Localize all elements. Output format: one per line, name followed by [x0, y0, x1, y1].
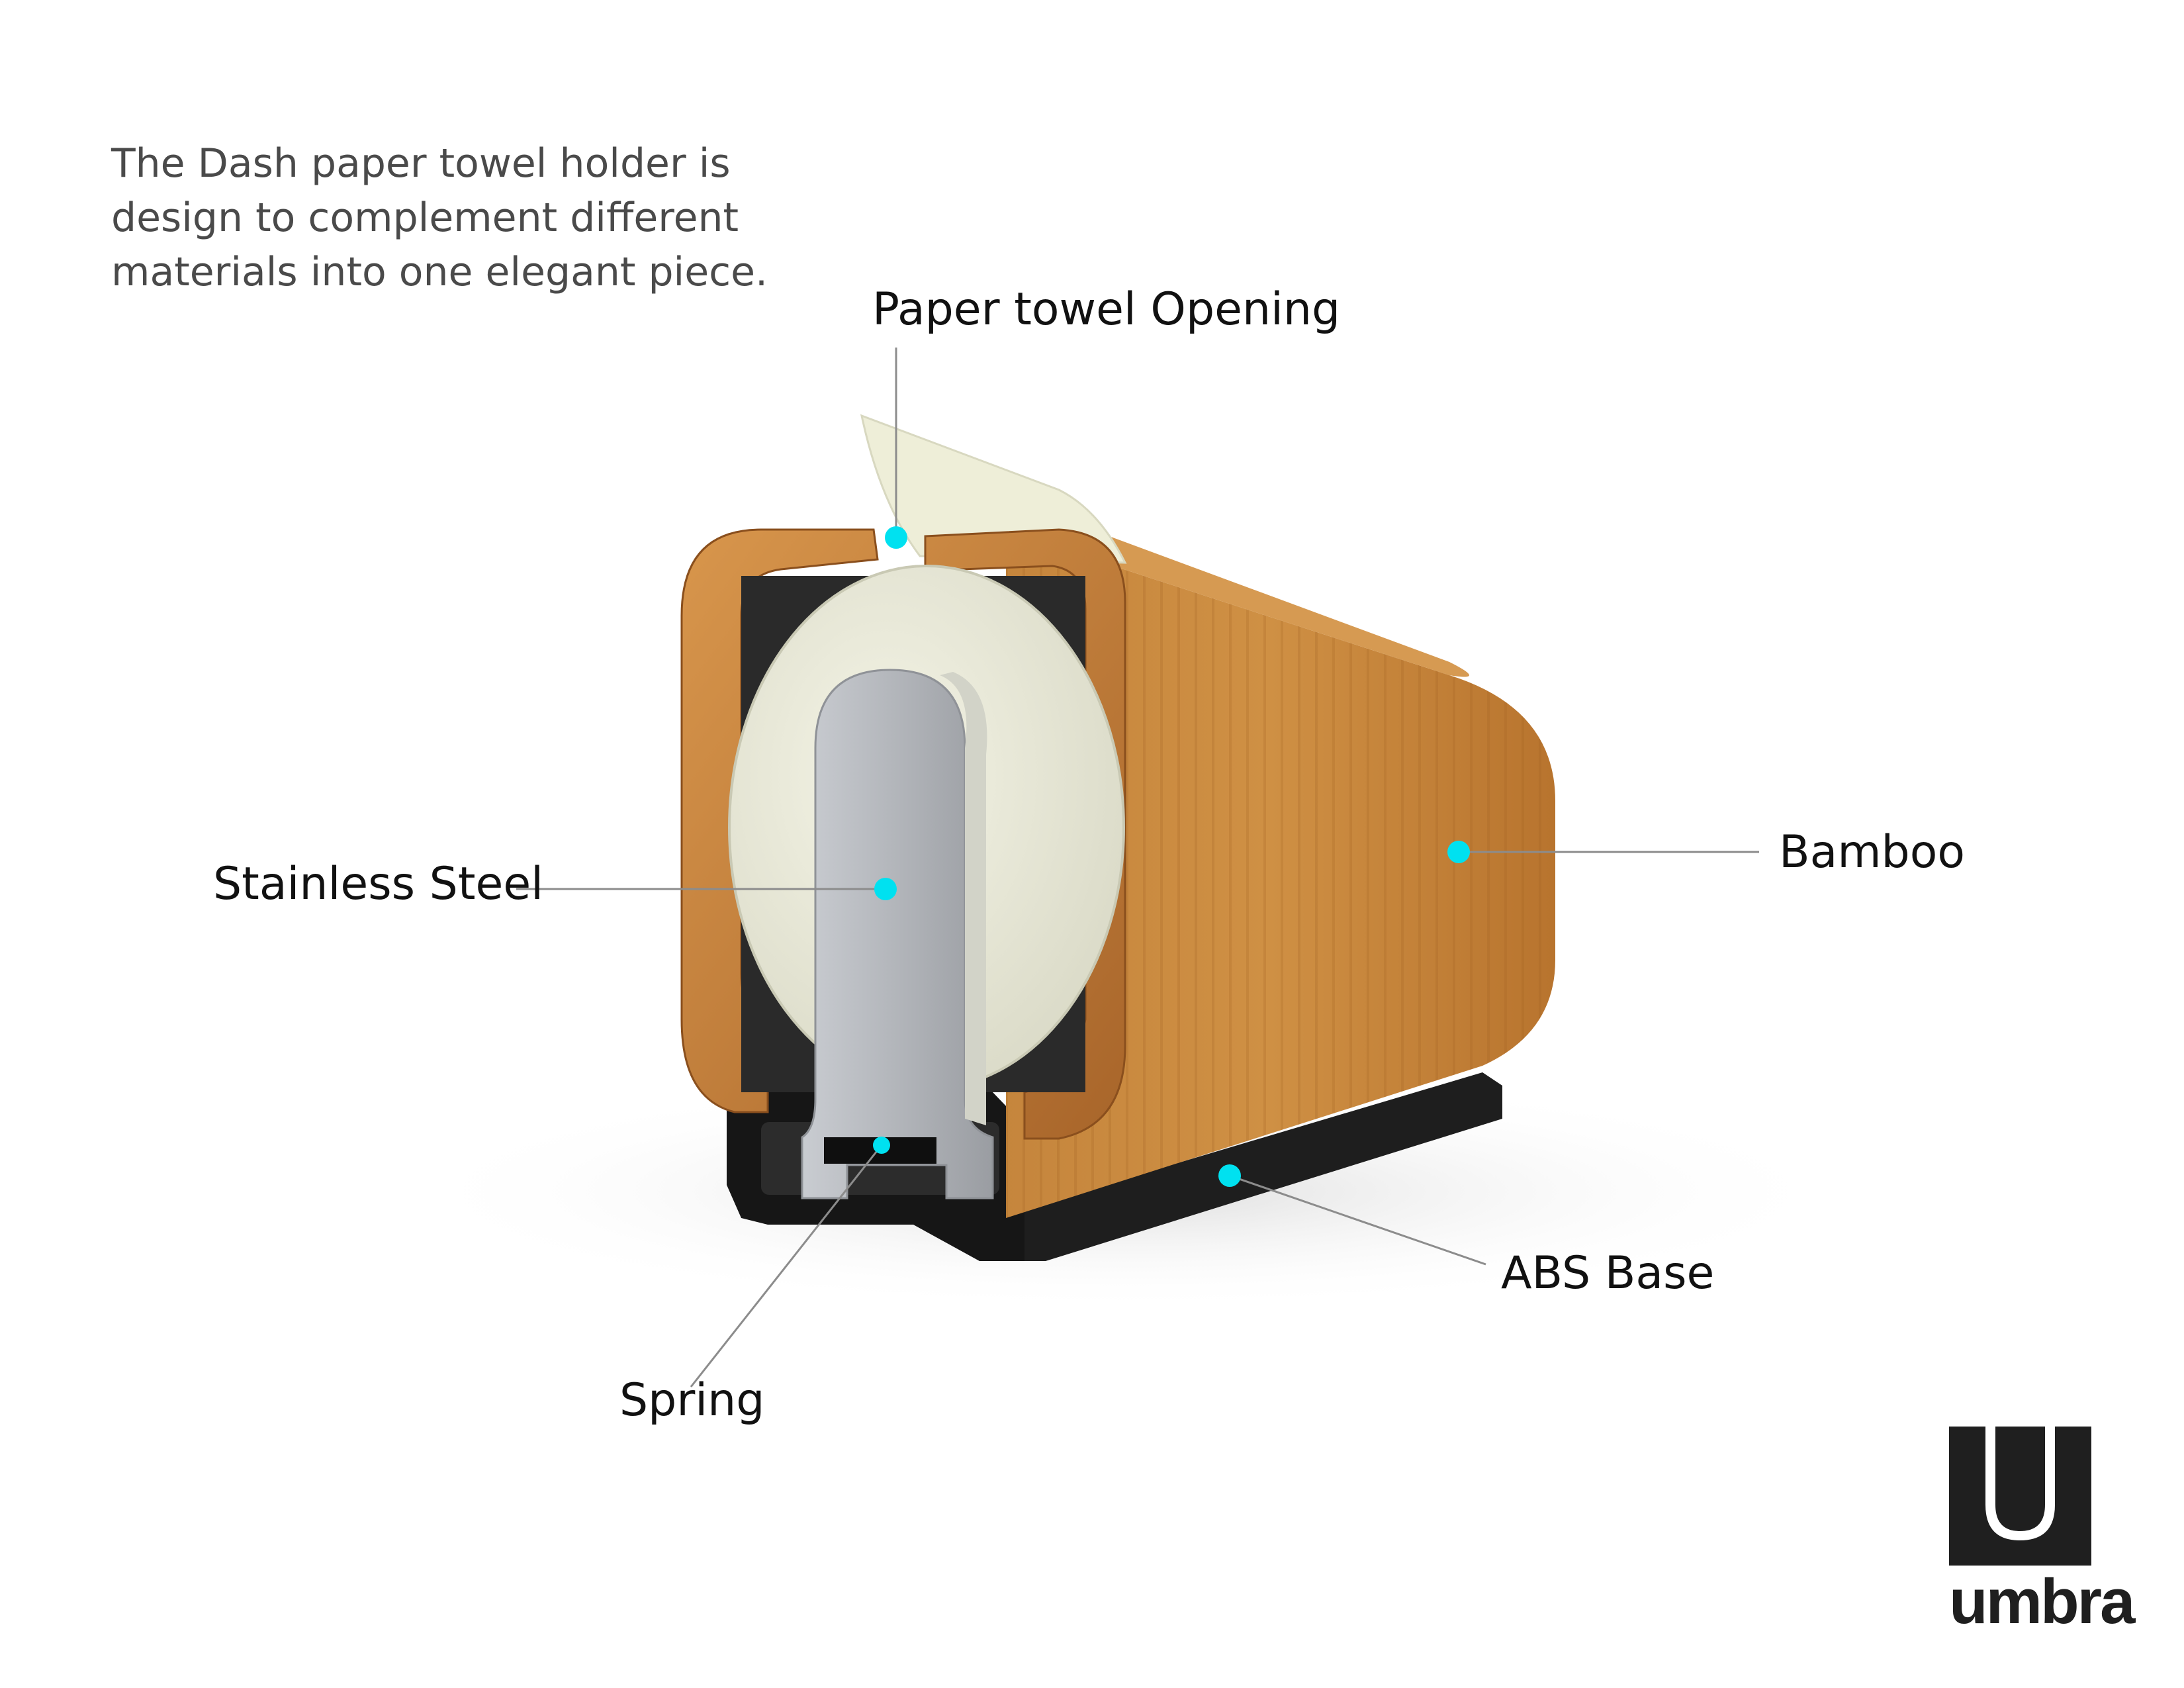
intro-line: The Dash paper towel holder is	[111, 140, 731, 187]
steel-arm	[801, 669, 994, 1199]
intro-text: The Dash paper towel holder is design to…	[111, 136, 806, 299]
marker-opening	[885, 526, 907, 549]
abs-base	[993, 1072, 1502, 1261]
label-abs-base: ABS Base	[1501, 1247, 1715, 1299]
leader-spring	[690, 1145, 883, 1387]
marker-abs	[1218, 1164, 1241, 1187]
label-stainless-steel: Stainless Steel	[213, 858, 544, 910]
marker-spring	[873, 1137, 890, 1154]
label-spring: Spring	[619, 1374, 765, 1427]
intro-line: materials into one elegant piece.	[111, 249, 768, 295]
label-paper-towel-opening: Paper towel Opening	[872, 283, 1341, 336]
leader-abs	[1229, 1174, 1486, 1266]
paper-sheet	[860, 414, 1127, 564]
umbra-wordmark: umbra	[1949, 1566, 2135, 1637]
label-bamboo: Bamboo	[1779, 826, 1965, 878]
marker-stainless	[874, 878, 897, 900]
umbra-logo: ®	[1949, 1427, 2091, 1566]
leader-lines	[516, 348, 1759, 1387]
callout-markers	[873, 526, 1470, 1187]
marker-bamboo	[1447, 841, 1470, 863]
intro-line: design to complement different	[111, 195, 739, 241]
steel-arm-edge	[940, 672, 987, 1125]
